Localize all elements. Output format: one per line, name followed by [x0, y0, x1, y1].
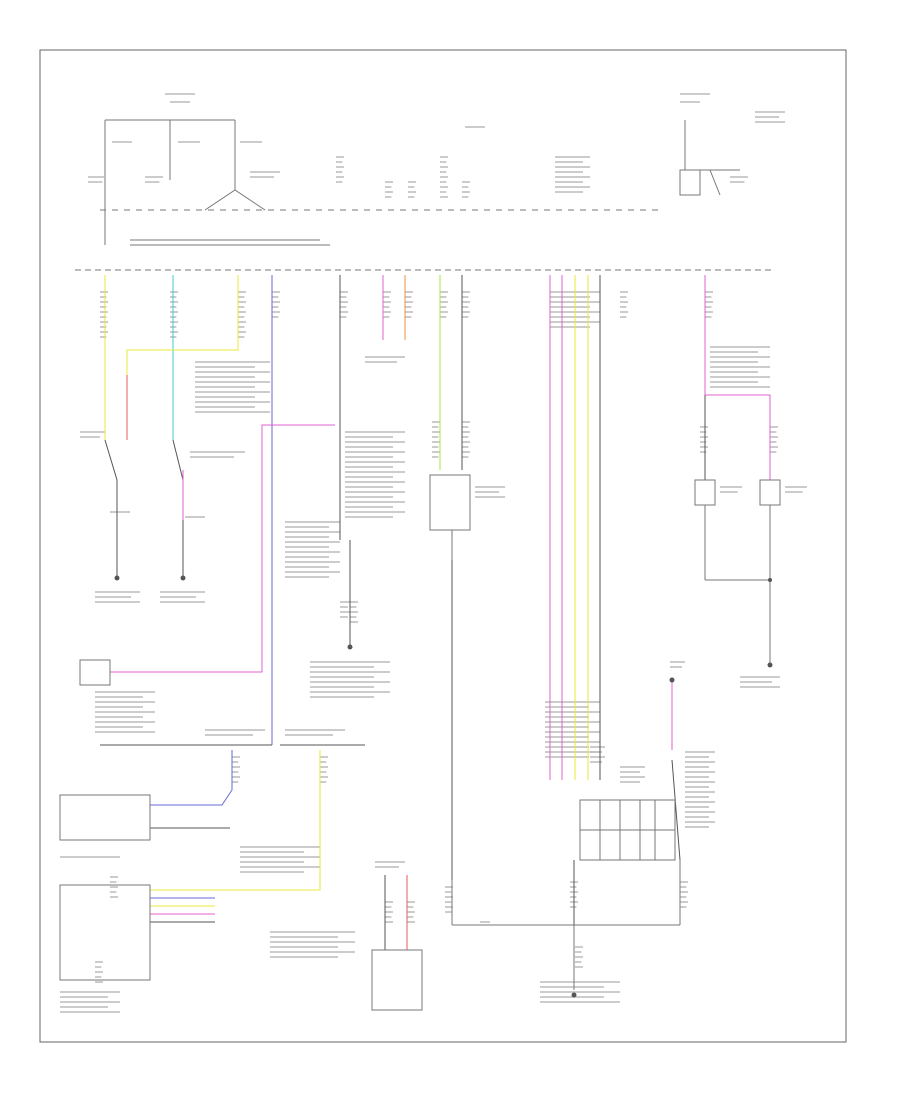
label-block — [250, 171, 280, 178]
label-block — [685, 751, 715, 828]
label-block — [440, 291, 448, 318]
label-block — [385, 181, 393, 198]
ground-points — [114, 575, 773, 998]
module-left — [79, 659, 111, 686]
label-block — [590, 746, 605, 763]
label-block — [710, 346, 770, 388]
label-block — [575, 946, 583, 968]
lamp-right — [759, 479, 781, 506]
label-block — [385, 901, 393, 923]
label-block — [340, 291, 348, 318]
label-block — [110, 876, 118, 898]
label-block — [620, 291, 628, 318]
label-block — [705, 291, 713, 318]
lamp-left — [694, 479, 716, 506]
label-block — [350, 601, 358, 623]
label-block — [272, 291, 280, 318]
label-block — [95, 961, 103, 983]
wire-yellow — [150, 750, 321, 891]
label-block — [670, 661, 685, 668]
label-block — [240, 846, 320, 873]
label-block — [383, 291, 391, 318]
diagram-frame — [39, 49, 847, 1043]
wire-blue — [150, 750, 233, 806]
label-block — [310, 661, 390, 698]
label-block — [345, 431, 405, 518]
label-block — [232, 756, 240, 783]
label-block — [555, 156, 590, 193]
label-block — [160, 591, 205, 603]
label-block — [432, 421, 440, 458]
label-block — [545, 701, 600, 758]
label-block — [195, 361, 270, 413]
label-block — [190, 451, 245, 458]
label-block — [475, 486, 505, 498]
fuse-box-top — [100, 119, 740, 246]
label-block — [700, 426, 708, 453]
label-block — [60, 991, 120, 1013]
wire-pink — [704, 275, 771, 480]
label-block — [680, 881, 688, 908]
label-block — [720, 486, 742, 493]
label-block — [375, 861, 405, 868]
wire-default — [671, 759, 681, 861]
label-block — [462, 421, 470, 458]
label-block — [462, 181, 470, 198]
label-block — [755, 111, 785, 123]
label-block — [270, 931, 355, 958]
label-block — [740, 676, 780, 688]
label-block — [145, 176, 163, 183]
wire-default — [172, 439, 184, 578]
label-block — [336, 156, 344, 183]
label-block — [405, 291, 413, 318]
label-block — [80, 431, 105, 438]
label-block — [540, 981, 620, 1003]
switch-component — [429, 474, 471, 531]
label-block — [462, 291, 470, 318]
label-block — [88, 176, 106, 183]
label-block — [620, 766, 645, 783]
components — [59, 474, 781, 1011]
label-block — [95, 691, 155, 733]
label-block — [95, 591, 140, 603]
label-block — [730, 176, 748, 183]
label-block — [100, 291, 108, 338]
label-block — [770, 426, 778, 453]
label-block — [408, 181, 416, 198]
label-block — [365, 356, 405, 363]
label-block — [407, 901, 415, 923]
wire-yellow — [126, 275, 239, 375]
module-sensor-1 — [59, 794, 151, 841]
wire-pink — [110, 424, 335, 673]
wire-default — [104, 439, 118, 578]
wires — [100, 275, 771, 950]
label-block — [440, 156, 448, 198]
label-block — [205, 729, 265, 736]
label-blocks — [60, 93, 807, 1013]
label-block — [170, 291, 178, 338]
label-block — [340, 601, 350, 618]
label-block — [238, 291, 246, 338]
label-block — [285, 729, 345, 736]
label-block — [785, 486, 807, 493]
connector-bottom — [371, 949, 423, 1011]
label-block — [285, 521, 340, 578]
module-sensor-2 — [59, 884, 151, 981]
label-block — [320, 756, 328, 783]
